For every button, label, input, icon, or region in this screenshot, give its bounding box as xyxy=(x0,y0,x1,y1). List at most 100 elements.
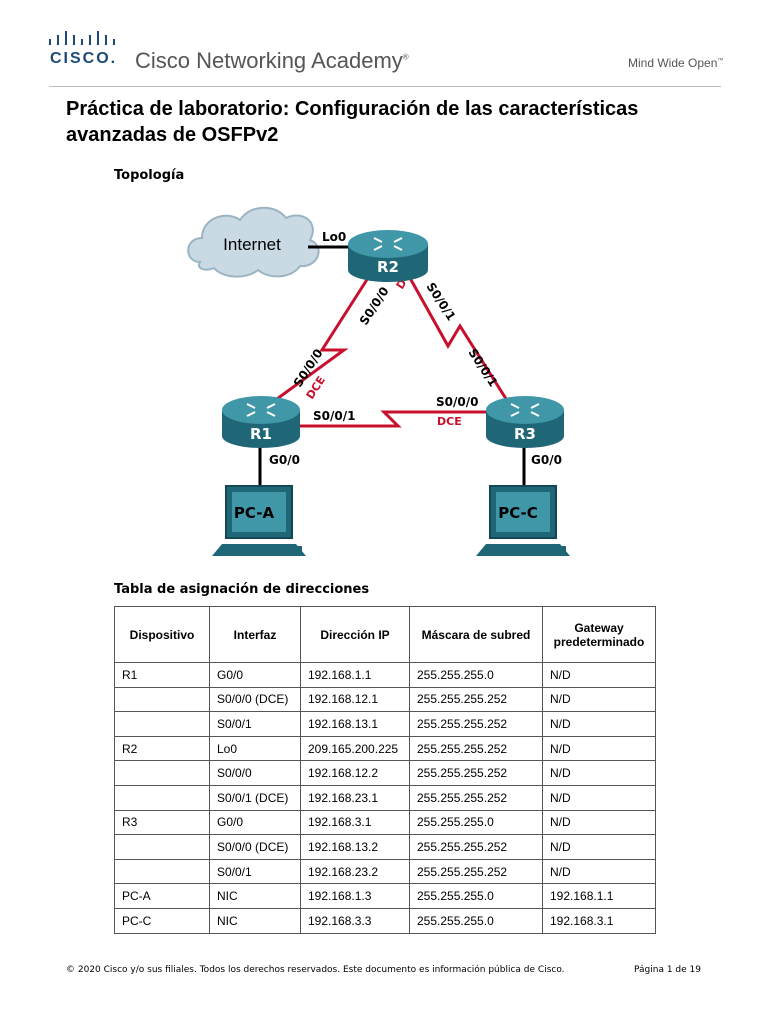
table-cell: 255.255.255.252 xyxy=(409,735,543,762)
table-cell: 192.168.1.1 xyxy=(542,883,656,909)
table-cell: NIC xyxy=(209,907,301,934)
table-cell: R3 xyxy=(114,809,210,836)
r3-s001-label: S0/0/1 xyxy=(465,346,500,389)
table-cell: Lo0 xyxy=(209,735,301,762)
table-cell: 255.255.255.252 xyxy=(409,711,543,737)
table-cell: PC-C xyxy=(114,907,210,934)
academy-name: Cisco Networking Academy® xyxy=(135,48,409,74)
serial-link-r2-r3 xyxy=(408,277,510,403)
table-cell: 255.255.255.0 xyxy=(409,809,543,836)
table-cell: S0/0/1 (DCE) xyxy=(209,784,301,811)
table-cell: N/D xyxy=(542,784,656,811)
table-cell: N/D xyxy=(542,858,656,885)
table-cell: 192.168.1.1 xyxy=(300,662,410,688)
table-cell: PC-A xyxy=(114,883,210,909)
table-cell: N/D xyxy=(542,711,656,737)
header-cell: Dispositivo xyxy=(114,606,210,663)
table-cell xyxy=(114,760,210,786)
table-cell: 255.255.255.252 xyxy=(409,834,543,860)
table-cell xyxy=(114,784,210,811)
serial-link-r2-r1 xyxy=(269,277,370,406)
header-cell: Máscara de subred xyxy=(409,606,543,663)
page-header: CISCO. Cisco Networking Academy® Mind Wi… xyxy=(0,0,768,90)
r3-g00-label: G0/0 xyxy=(531,453,562,467)
table-cell: 192.168.3.1 xyxy=(542,907,656,934)
pc-icon xyxy=(476,485,570,556)
r3-dce-label: DCE xyxy=(437,415,462,428)
table-cell: 192.168.13.2 xyxy=(300,834,410,860)
table-cell: 192.168.13.1 xyxy=(300,711,410,737)
table-cell: 255.255.255.252 xyxy=(409,858,543,885)
r2-s001-label: S0/0/1 xyxy=(423,280,458,323)
table-cell: 192.168.23.1 xyxy=(300,784,410,811)
addressing-table: Dispositivo Interfaz Dirección IP Máscar… xyxy=(114,606,656,934)
header-cell: Interfaz xyxy=(209,606,301,663)
table-cell: 255.255.255.252 xyxy=(409,760,543,786)
router-r1-label: R1 xyxy=(250,425,272,443)
tagline: Mind Wide Open™ xyxy=(628,56,723,70)
table-cell: 255.255.255.0 xyxy=(409,907,543,934)
r3-s000-label: S0/0/0 xyxy=(436,395,478,409)
header-divider xyxy=(49,86,721,87)
table-cell: G0/0 xyxy=(209,662,301,688)
footer-page-number: Página 1 de 19 xyxy=(634,965,701,975)
table-cell xyxy=(114,858,210,885)
r1-g00-label: G0/0 xyxy=(269,453,300,467)
cloud-label: Internet xyxy=(223,235,281,254)
table-cell: 255.255.255.252 xyxy=(409,686,543,713)
table-cell: 192.168.12.2 xyxy=(300,760,410,786)
r1-s001-label: S0/0/1 xyxy=(313,409,355,423)
table-cell: S0/0/1 xyxy=(209,711,301,737)
table-cell: N/D xyxy=(542,760,656,786)
router-icon xyxy=(486,396,564,448)
table-cell: 255.255.255.0 xyxy=(409,662,543,688)
table-cell: R1 xyxy=(114,662,210,688)
table-cell: 255.255.255.0 xyxy=(409,883,543,909)
table-cell: 192.168.23.2 xyxy=(300,858,410,885)
footer-copyright: © 2020 Cisco y/o sus filiales. Todos los… xyxy=(66,965,565,975)
table-cell xyxy=(114,711,210,737)
table-heading: Tabla de asignación de direcciones xyxy=(114,582,370,597)
router-icon xyxy=(348,230,428,282)
table-cell xyxy=(114,686,210,713)
table-cell xyxy=(114,834,210,860)
trademark-mark: ™ xyxy=(717,58,724,64)
table-header-row: Dispositivo Interfaz Dirección IP Máscar… xyxy=(114,606,656,663)
table-cell: 255.255.255.252 xyxy=(409,784,543,811)
table-cell: 192.168.3.1 xyxy=(300,809,410,836)
cisco-logo-icon xyxy=(49,31,115,45)
serial-link-r1-r3 xyxy=(298,410,488,428)
table-cell: S0/0/1 xyxy=(209,858,301,885)
r2-s000-label: S0/0/0 xyxy=(357,284,392,327)
table-cell: R2 xyxy=(114,735,210,762)
router-r2-label: R2 xyxy=(377,258,399,276)
cisco-wordmark: CISCO. xyxy=(50,50,118,67)
title-line-2: avanzadas de OSFPv2 xyxy=(66,124,279,146)
router-r3-label: R3 xyxy=(514,425,536,443)
table-cell: NIC xyxy=(209,883,301,909)
table-cell: N/D xyxy=(542,834,656,860)
table-cell: 209.165.200.225 xyxy=(300,735,410,762)
header-cell: Gateway predeterminado xyxy=(542,606,656,663)
pc-a-label: PC-A xyxy=(234,504,275,522)
table-cell: 192.168.3.3 xyxy=(300,907,410,934)
table-cell: N/D xyxy=(542,686,656,713)
tagline-text: Mind Wide Open xyxy=(628,56,718,70)
topology-diagram: Internet Lo0 S0/0/0 DCE S0/0/1 S0/0/0 DC… xyxy=(187,206,570,556)
title-line-1: Práctica de laboratorio: Configuración d… xyxy=(66,98,639,120)
table-cell: 192.168.12.1 xyxy=(300,686,410,713)
table-cell: N/D xyxy=(542,735,656,762)
router-icon xyxy=(222,396,300,448)
table-cell: 192.168.1.3 xyxy=(300,883,410,909)
